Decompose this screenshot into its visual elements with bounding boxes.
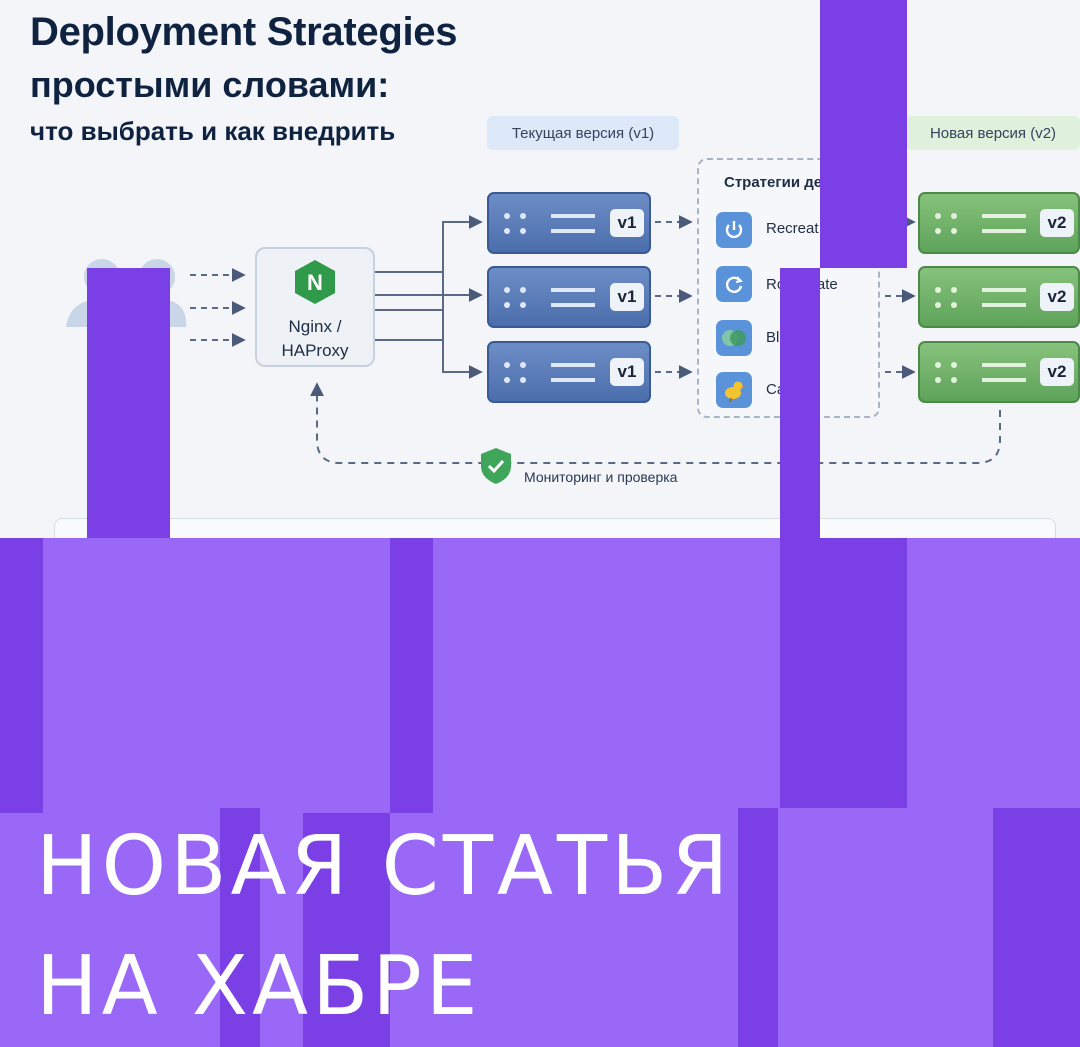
banner-headline-line2: НА ХАБРЕ <box>36 939 482 1034</box>
server-v1: v1 <box>487 266 651 328</box>
server-rack-icon <box>504 287 595 308</box>
strategy-label-recreate: Recreat <box>766 220 819 237</box>
overlay-block <box>303 813 390 1047</box>
refresh-icon <box>716 266 752 302</box>
version-badge: v2 <box>1040 358 1074 386</box>
server-rack-icon <box>504 362 595 383</box>
server-v2: v2 <box>918 192 1080 254</box>
server-v1: v1 <box>487 192 651 254</box>
server-rack-icon <box>504 213 595 234</box>
overlay-block <box>993 808 1080 1047</box>
overlay-block <box>220 808 260 1047</box>
monitoring-label: Мониторинг и проверка <box>524 469 678 485</box>
page-subtitle: что выбрать и как внедрить <box>30 116 396 146</box>
version-badge: v1 <box>610 209 644 237</box>
overlay-block <box>780 538 907 808</box>
server-v2: v2 <box>918 341 1080 403</box>
page-title-line2: простыми словами: <box>30 64 390 105</box>
version-badge: v1 <box>610 283 644 311</box>
canary-icon <box>716 372 752 408</box>
server-rack-icon <box>935 213 1026 234</box>
version-badge: v2 <box>1040 209 1074 237</box>
current-version-label: Текущая версия (v1) <box>487 116 679 150</box>
server-rack-icon <box>935 287 1026 308</box>
diagram-connectors <box>190 215 1001 464</box>
overlay-block <box>738 808 778 1047</box>
version-badge: v1 <box>610 358 644 386</box>
new-version-label: Новая версия (v2) <box>906 116 1080 150</box>
version-badge: v2 <box>1040 283 1074 311</box>
svg-text:N: N <box>307 270 323 295</box>
nginx-icon: N <box>295 260 335 304</box>
overlay-block <box>87 268 170 538</box>
blue-green-icon <box>716 320 752 356</box>
power-icon <box>716 212 752 248</box>
shield-check-icon <box>481 448 511 484</box>
server-v1: v1 <box>487 341 651 403</box>
strategies-title: Стратегии де <box>724 174 823 191</box>
page-title: Deployment Strategies <box>30 10 458 54</box>
server-rack-icon <box>935 362 1026 383</box>
server-v2: v2 <box>918 266 1080 328</box>
banner-headline-line1: НОВАЯ СТАТЬЯ <box>36 819 733 914</box>
overlay-block <box>820 0 907 268</box>
overlay-block <box>390 538 433 813</box>
overlay-block <box>0 538 43 813</box>
overlay-block <box>780 268 820 538</box>
load-balancer-label: Nginx / HAProxy <box>281 317 349 360</box>
